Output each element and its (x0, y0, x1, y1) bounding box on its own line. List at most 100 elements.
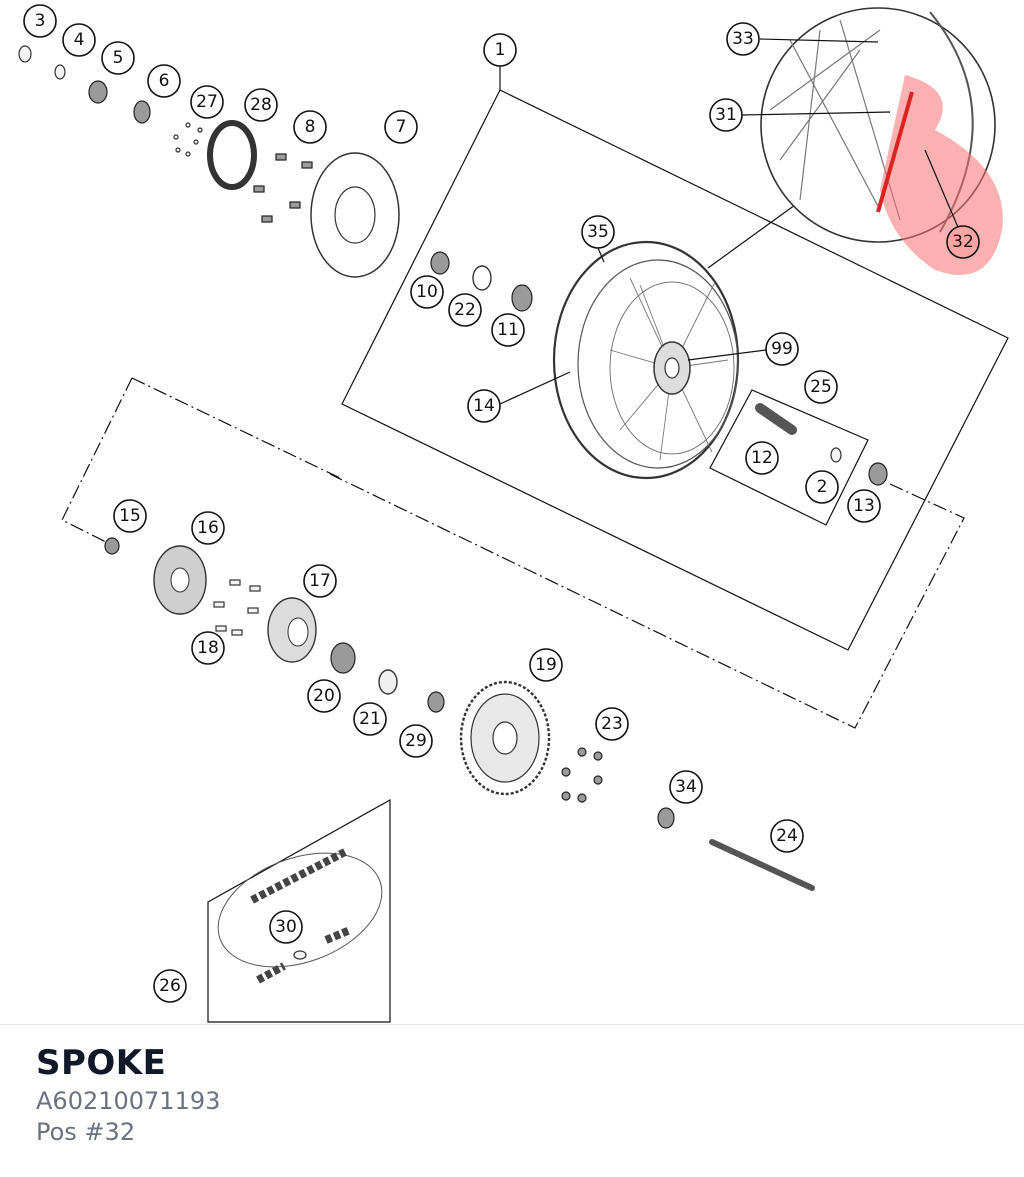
callout-26[interactable]: 26 (153, 969, 187, 1003)
svg-text:16: 16 (197, 518, 219, 538)
callout-35[interactable]: 35 (581, 215, 615, 249)
callout-32[interactable]: 32 (946, 225, 980, 259)
chain-set-frame (207, 798, 391, 1023)
callout-21[interactable]: 21 (353, 702, 387, 736)
wheel-rim-35 (552, 240, 740, 480)
nuts-23 (561, 747, 603, 803)
collar-nut-34 (657, 807, 675, 829)
svg-text:25: 25 (810, 377, 832, 397)
svg-text:34: 34 (675, 777, 697, 797)
svg-text:14: 14 (473, 396, 495, 416)
svg-text:8: 8 (305, 117, 316, 137)
circlip-22 (472, 265, 492, 291)
hub-assembly-frame (61, 377, 133, 546)
bush-5 (88, 80, 108, 104)
callout-18[interactable]: 18 (191, 631, 225, 665)
part-number: A60210071193 (36, 1087, 221, 1115)
callout-33[interactable]: 33 (726, 22, 760, 56)
rear-sprocket-19 (459, 680, 551, 796)
svg-text:22: 22 (454, 300, 476, 320)
bearing-11 (511, 284, 533, 312)
callout-29[interactable]: 29 (399, 724, 433, 758)
wheel-spindle-24 (709, 839, 815, 891)
callout-17[interactable]: 17 (303, 564, 337, 598)
svg-text:13: 13 (853, 496, 875, 516)
screws-8 (253, 153, 313, 223)
shaft-seal-6 (133, 100, 151, 124)
svg-text:10: 10 (416, 282, 438, 302)
callout-99[interactable]: 99 (765, 332, 799, 366)
callout-3[interactable]: 3 (23, 4, 57, 38)
divider (0, 1024, 1024, 1025)
callout-4[interactable]: 4 (62, 23, 96, 57)
callout-31[interactable]: 31 (709, 98, 743, 132)
callout-19[interactable]: 19 (529, 648, 563, 682)
callout-28[interactable]: 28 (244, 88, 278, 122)
callout-34[interactable]: 34 (669, 770, 703, 804)
svg-text:33: 33 (732, 29, 754, 49)
brake-disc-7 (310, 152, 400, 278)
svg-text:19: 19 (535, 655, 557, 675)
callout-27[interactable]: 27 (190, 85, 224, 119)
callout-2[interactable]: 2 (805, 470, 839, 504)
spoke-detail-inset (760, 7, 1003, 275)
spacer-29 (427, 691, 445, 713)
spacer-21 (378, 669, 398, 695)
svg-text:12: 12 (751, 448, 773, 468)
axle-set-frame (709, 389, 869, 526)
callout-25[interactable]: 25 (804, 370, 838, 404)
callout-8[interactable]: 8 (293, 110, 327, 144)
callout-13[interactable]: 13 (847, 489, 881, 523)
spoke-32 (876, 91, 914, 213)
callout-5[interactable]: 5 (101, 41, 135, 75)
svg-text:20: 20 (313, 686, 335, 706)
bearing-13 (868, 462, 888, 486)
callout-1[interactable]: 1 (483, 33, 517, 67)
wheel-assembly-frame (341, 89, 1009, 651)
washer-4 (54, 64, 66, 80)
callout-22[interactable]: 22 (448, 293, 482, 327)
callout-11[interactable]: 11 (491, 313, 525, 347)
chain-30 (217, 848, 383, 984)
callout-6[interactable]: 6 (147, 64, 181, 98)
callout-16[interactable]: 16 (191, 511, 225, 545)
svg-text:5: 5 (113, 48, 124, 68)
svg-text:26: 26 (159, 976, 181, 996)
callout-7[interactable]: 7 (384, 110, 418, 144)
svg-text:24: 24 (776, 826, 798, 846)
part-info-panel: SPOKE A60210071193 Pos #32 (36, 1040, 220, 1148)
part-position: Pos #32 (36, 1118, 136, 1146)
screws-27 (173, 122, 203, 157)
svg-text:99: 99 (771, 339, 793, 359)
svg-text:11: 11 (497, 320, 519, 340)
svg-text:21: 21 (359, 709, 381, 729)
svg-text:27: 27 (196, 92, 218, 112)
svg-text:32: 32 (952, 232, 974, 252)
callout-14[interactable]: 14 (467, 389, 501, 423)
shaft-seal-10 (430, 251, 450, 275)
svg-text:35: 35 (587, 222, 609, 242)
sprocket-carrier-17 (267, 597, 317, 663)
spoke-highlight (880, 75, 1003, 275)
svg-text:4: 4 (74, 30, 85, 50)
callout-10[interactable]: 10 (410, 275, 444, 309)
spacer-15 (104, 537, 120, 555)
callout-20[interactable]: 20 (307, 679, 341, 713)
callout-30[interactable]: 30 (269, 910, 303, 944)
svg-text:31: 31 (715, 105, 737, 125)
svg-text:2: 2 (817, 477, 828, 497)
callout-24[interactable]: 24 (770, 819, 804, 853)
svg-text:17: 17 (309, 571, 331, 591)
callout-12[interactable]: 12 (745, 441, 779, 475)
svg-text:7: 7 (396, 117, 407, 137)
svg-text:29: 29 (405, 731, 427, 751)
svg-text:18: 18 (197, 638, 219, 658)
svg-text:1: 1 (495, 40, 506, 60)
svg-text:30: 30 (275, 917, 297, 937)
part-name: SPOKE (36, 1043, 167, 1083)
brake-disc-carrier-28 (207, 120, 257, 190)
spacer-3 (18, 45, 32, 63)
callout-15[interactable]: 15 (113, 499, 147, 533)
svg-text:6: 6 (159, 71, 170, 91)
callout-23[interactable]: 23 (595, 707, 629, 741)
